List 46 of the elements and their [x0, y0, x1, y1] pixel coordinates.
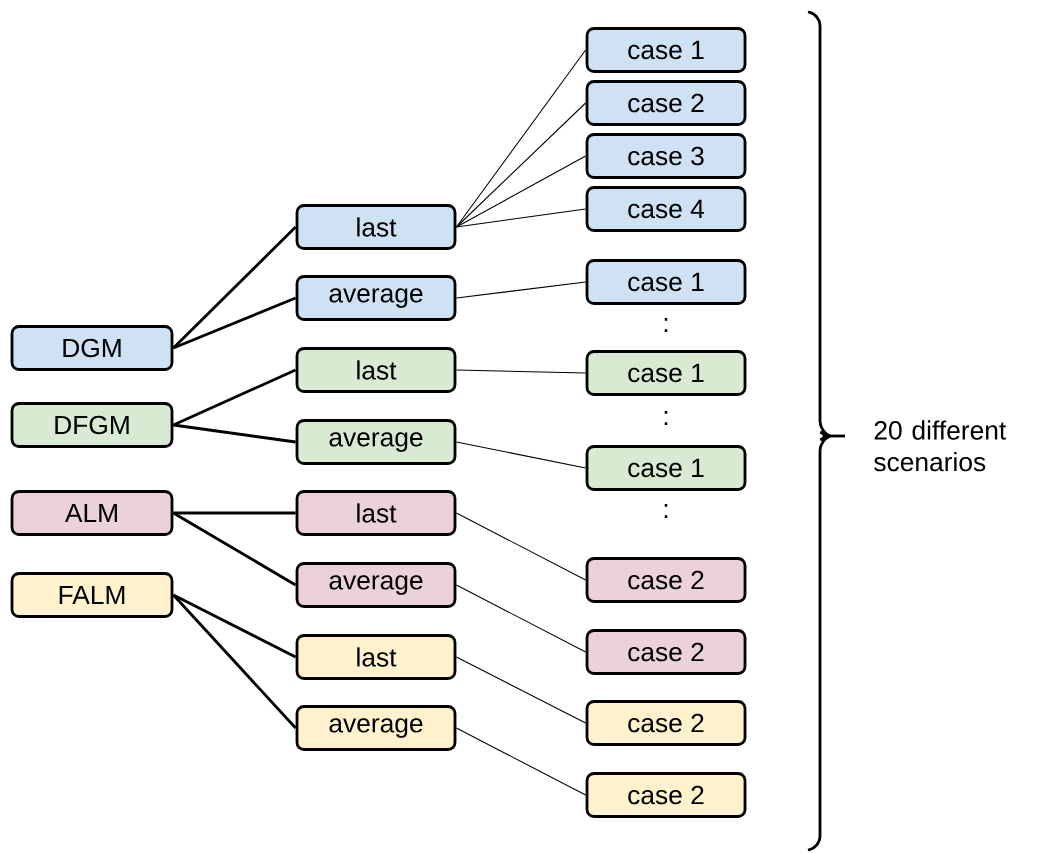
- connector-line: [172, 368, 297, 427]
- method-box: case 2: [585, 700, 747, 746]
- connector-line: [173, 423, 296, 444]
- method-box: case 2: [585, 629, 747, 675]
- method-box: average: [295, 275, 457, 321]
- method-box: DGM: [10, 325, 174, 371]
- connector-line: [172, 296, 297, 350]
- method-box: case 1: [585, 445, 747, 491]
- method-box: case 1: [585, 350, 747, 396]
- connector-line: [455, 727, 587, 796]
- method-box: case 2: [585, 557, 747, 603]
- method-box: FALM: [10, 572, 174, 618]
- method-box: last: [295, 204, 457, 250]
- method-box: average: [295, 419, 457, 465]
- method-box: case 2: [585, 772, 747, 818]
- connector-line: [172, 226, 297, 349]
- connector-line: [455, 49, 587, 228]
- connector-line: [173, 511, 296, 515]
- method-box: last: [295, 634, 457, 680]
- method-box: last: [295, 490, 457, 536]
- connector-line: [455, 584, 587, 653]
- connector-line: [455, 155, 587, 228]
- connector-line: [172, 594, 297, 729]
- connector-line: [172, 593, 297, 659]
- method-box: case 1: [585, 259, 747, 305]
- method-box: case 1: [585, 27, 747, 73]
- ellipsis: :: [664, 411, 668, 425]
- ellipsis: :: [664, 504, 668, 518]
- connector-line: [172, 511, 297, 587]
- method-box: DFGM: [10, 402, 174, 448]
- connector-line: [455, 656, 587, 724]
- method-box: average: [295, 705, 457, 751]
- method-box: ALM: [10, 490, 174, 536]
- connector-line: [455, 208, 587, 228]
- method-box: case 4: [585, 186, 747, 232]
- scenario-note: 20 different scenarios: [874, 420, 1007, 472]
- method-box: average: [295, 562, 457, 608]
- method-box: case 3: [585, 133, 747, 179]
- connector-line: [455, 512, 587, 581]
- connector-line: [455, 441, 587, 469]
- ellipsis: :: [664, 318, 668, 332]
- connector-line: [455, 102, 587, 228]
- method-box: last: [295, 347, 457, 393]
- connector-line: [455, 281, 587, 299]
- method-box: case 2: [585, 80, 747, 126]
- connector-line: [455, 369, 587, 374]
